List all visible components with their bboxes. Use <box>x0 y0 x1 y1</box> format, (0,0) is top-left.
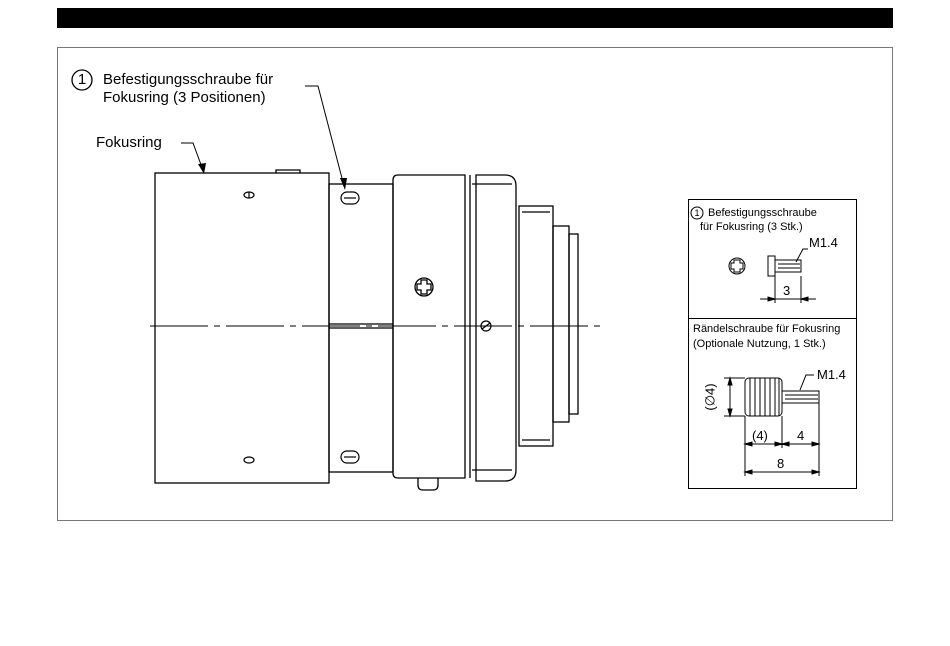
box2-diameter-label: (∅4) <box>704 383 718 410</box>
box2-thread-label: M1.4 <box>817 368 846 382</box>
box2-title2: (Optionale Nutzung, 1 Stk.) <box>693 338 826 351</box>
box2-shank-label: 4 <box>797 429 804 443</box>
box2-head-label: (4) <box>752 429 768 443</box>
box2-title1: Rändelschraube für Fokusring <box>693 323 840 336</box>
box2-total-label: 8 <box>777 457 784 471</box>
